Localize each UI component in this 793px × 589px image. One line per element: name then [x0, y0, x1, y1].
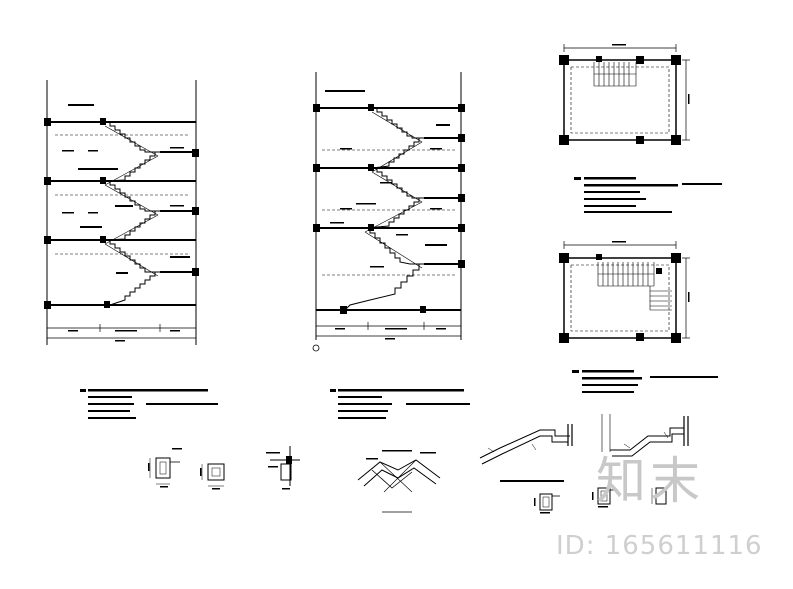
stair-plan-lower [559, 241, 690, 343]
watermark-logo: 知末 [596, 452, 704, 510]
detail-beam-section-4 [592, 487, 618, 508]
detail-column-joint [266, 446, 300, 490]
notes-block-lower-right [572, 370, 718, 393]
detail-stair-flight-2 [601, 414, 689, 457]
detail-beam-section-3 [534, 493, 560, 514]
notes-block-upper-right [574, 177, 722, 213]
stair-section-left [44, 80, 199, 345]
detail-beam-section-1 [148, 448, 182, 488]
detail-beam-section-5 [651, 487, 667, 505]
detail-stair-knee [357, 450, 441, 513]
stair-plan-upper [559, 44, 690, 145]
detail-stair-flight-1 [479, 424, 573, 482]
notes-block-bottom-middle [330, 389, 470, 419]
watermark-id: ID: 165611116 [556, 531, 763, 561]
notes-block-bottom-left [80, 389, 218, 419]
detail-beam-section-2 [200, 463, 225, 490]
stair-section-middle [312, 72, 465, 352]
